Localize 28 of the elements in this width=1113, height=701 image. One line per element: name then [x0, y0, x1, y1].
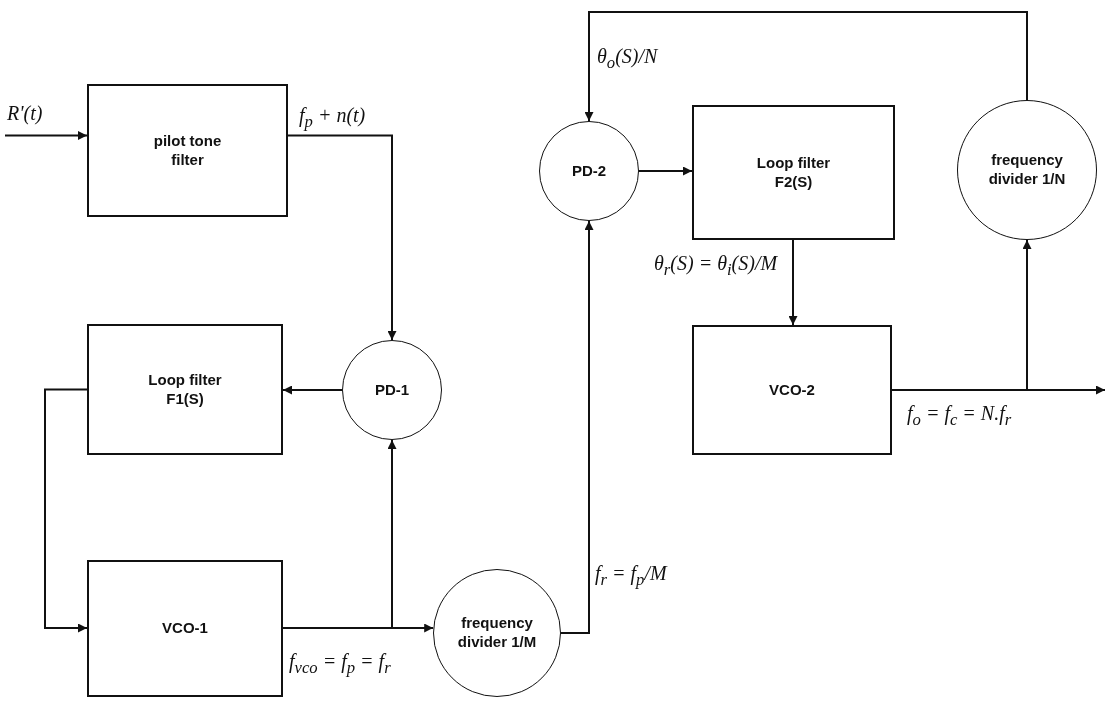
arrow	[891, 239, 1032, 391]
edge-label: f$_{r}$ = f$_{p}$/M	[593, 562, 669, 590]
block-label: Loop filter F1(S)	[147, 370, 223, 409]
block-label: PD-1	[374, 380, 410, 400]
arrow	[4, 131, 88, 140]
arrow	[282, 385, 343, 395]
arrow	[287, 134, 397, 341]
block-label: VCO-1	[162, 619, 208, 638]
edge-label: f$_{vco}$ = f$_{p}$ = f$_{r}$	[287, 650, 393, 678]
arrow	[584, 11, 1028, 122]
block-label: VCO-2	[769, 380, 815, 400]
block-box	[87, 560, 283, 697]
arrow	[788, 239, 798, 326]
arrow	[44, 388, 88, 633]
block-box	[692, 325, 892, 455]
block-label: PD-2	[571, 161, 607, 181]
block-label: frequency divider 1/M	[456, 614, 538, 652]
arrow	[638, 166, 693, 176]
block-box	[87, 324, 283, 455]
block-label: frequency divider 1/N	[987, 151, 1067, 189]
block-label: Loop filter F2(S)	[755, 153, 832, 192]
block-label: pilot tone filter	[152, 131, 223, 170]
edge-label: f$_{p}$ + n(t)	[297, 104, 368, 132]
block-box	[692, 105, 895, 240]
arrow	[560, 220, 594, 634]
edge-label: R'(t)	[5, 102, 45, 125]
arrow	[282, 439, 397, 629]
block-box	[87, 84, 288, 217]
